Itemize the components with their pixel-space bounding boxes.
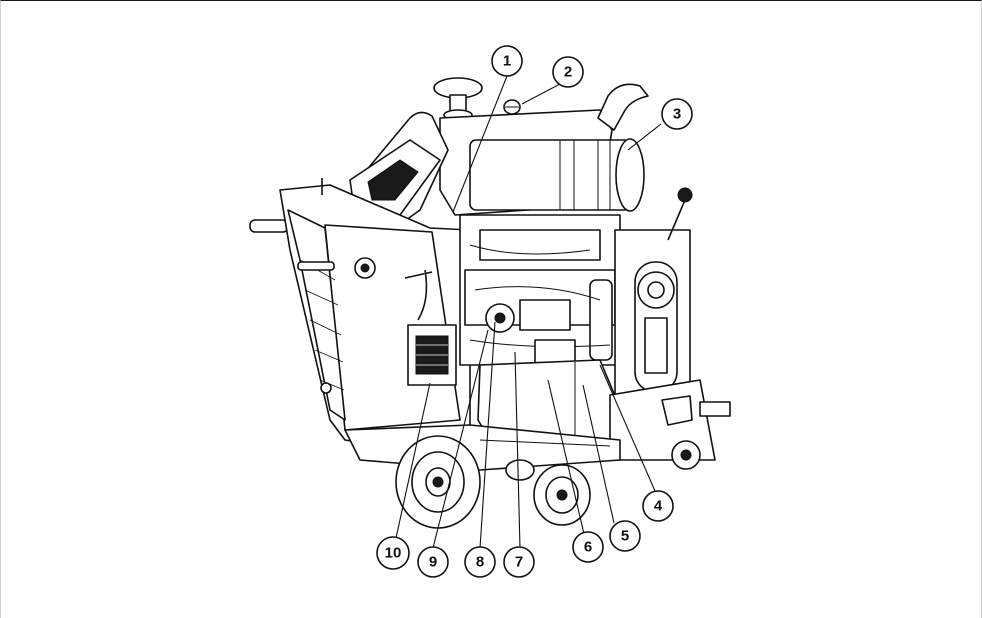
callout-5: 5 — [609, 520, 641, 552]
callout-8: 8 — [464, 546, 496, 578]
callout-label: 7 — [515, 554, 523, 571]
callout-4: 4 — [642, 490, 674, 522]
leader-lines — [395, 75, 662, 549]
callout-label: 10 — [385, 545, 402, 562]
callout-label: 1 — [503, 53, 511, 70]
callout-3: 3 — [661, 98, 693, 130]
callout-label: 9 — [429, 554, 437, 571]
callout-label: 3 — [673, 106, 681, 123]
callout-label: 2 — [564, 64, 572, 81]
callout-7: 7 — [503, 546, 535, 578]
callout-label: 5 — [621, 528, 629, 545]
left-frame — [279, 178, 471, 451]
front-arm — [609, 379, 731, 470]
belt-guard — [614, 187, 693, 401]
air-filter-cap — [433, 77, 483, 121]
rear-wheel — [395, 435, 481, 529]
callout-9: 9 — [417, 546, 449, 578]
callout-label: 6 — [584, 539, 592, 556]
callout-6: 6 — [572, 531, 604, 563]
exhaust-pipe — [597, 83, 649, 131]
callout-2: 2 — [552, 56, 584, 88]
callout-label: 4 — [654, 498, 663, 515]
front-wheel — [505, 459, 591, 526]
callout-1: 1 — [491, 45, 523, 77]
callout-label: 8 — [476, 554, 484, 571]
callout-10: 10 — [376, 536, 410, 570]
engine-block — [459, 214, 621, 407]
air-filter-housing — [469, 138, 645, 212]
